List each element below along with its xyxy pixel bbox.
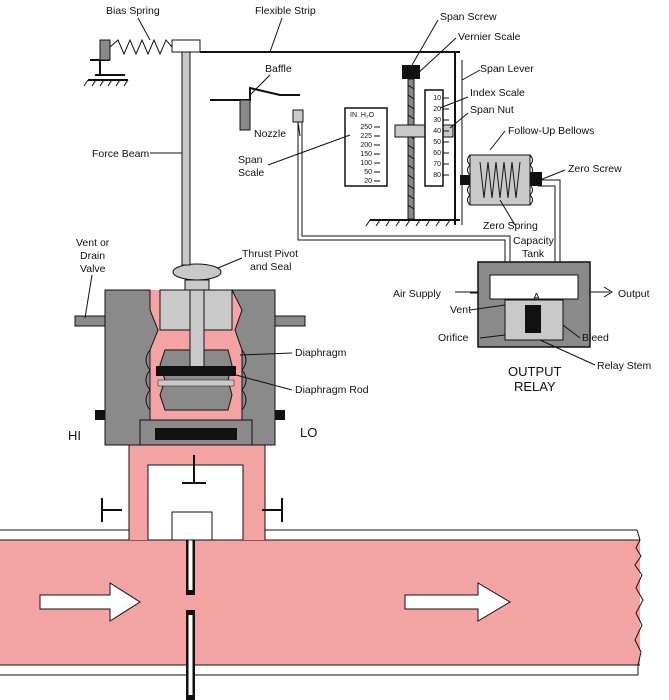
- span-scale-tick: 20: [364, 178, 372, 185]
- label-thrust-pivot-1: Thrust Pivot: [242, 248, 298, 260]
- index-scale-tick: 20: [433, 106, 441, 113]
- index-scale-ticks: 10 20 30 40 50 60 70 80: [433, 95, 449, 179]
- label-output-relay-2: RELAY: [514, 379, 556, 394]
- impulse-lines: [101, 440, 283, 541]
- label-capacity-1: Capacity: [513, 235, 555, 247]
- label-span-lever: Span Lever: [480, 63, 534, 75]
- index-scale-tick: 70: [433, 161, 441, 168]
- index-scale-tick: 10: [433, 95, 441, 102]
- label-force-beam: Force Beam: [92, 148, 149, 160]
- label-output: Output: [618, 288, 650, 300]
- labels: Bias Spring Flexible Strip Span Screw Ve…: [68, 5, 652, 443]
- span-scale-tick: 100: [360, 160, 372, 167]
- label-air-supply: Air Supply: [393, 288, 442, 300]
- label-zero-screw: Zero Screw: [568, 163, 622, 175]
- leader-lines: [84, 17, 596, 391]
- index-scale-tick: 80: [433, 172, 441, 179]
- force-beam: [171, 39, 201, 266]
- label-follow-up-bellows: Follow-Up Bellows: [508, 125, 594, 137]
- bias-spring: [83, 38, 173, 87]
- index-scale-tick: 60: [433, 150, 441, 157]
- label-span-screw: Span Screw: [440, 11, 497, 23]
- label-vent-drain-1: Vent or: [76, 237, 110, 249]
- label-lo: LO: [300, 425, 317, 440]
- flow-arrow-upstream: [39, 582, 141, 622]
- label-bleed: Bleed: [582, 332, 609, 344]
- index-scale-tick: 50: [433, 139, 441, 146]
- span-scale-tick: 200: [360, 142, 372, 149]
- label-relay-stem: Relay Stem: [597, 360, 652, 372]
- index-scale-tick: 30: [433, 117, 441, 124]
- label-scale-unit: IN. H₂O: [350, 112, 375, 119]
- label-vent: Vent: [450, 304, 471, 316]
- span-scale-ticks: 250 225 200 150 100 50 20: [360, 124, 380, 185]
- baffle-nozzle: [210, 86, 511, 275]
- label-output-relay-1: OUTPUT: [508, 364, 562, 379]
- label-nozzle: Nozzle: [254, 128, 286, 140]
- span-scale-tick: 225: [360, 133, 372, 140]
- label-vent-drain-2: Drain: [80, 250, 105, 262]
- label-capacity-2: Tank: [522, 248, 545, 260]
- label-vernier-scale: Vernier Scale: [458, 31, 521, 43]
- label-thrust-pivot-2: and Seal: [250, 261, 291, 273]
- span-scale-tick: 150: [360, 151, 372, 158]
- label-span-nut: Span Nut: [470, 104, 514, 116]
- index-scale-tick: 40: [433, 128, 441, 135]
- span-scale-tick: 250: [360, 124, 372, 131]
- label-span-scale-2: Scale: [238, 167, 264, 179]
- transmitter-body: [74, 263, 306, 446]
- output-relay: [455, 261, 613, 348]
- label-index-scale: Index Scale: [470, 87, 525, 99]
- label-span-scale-1: Span: [238, 154, 263, 166]
- span-scale-tick: 50: [364, 169, 372, 176]
- label-vent-drain-3: Valve: [80, 263, 106, 275]
- label-flexible-strip: Flexible Strip: [255, 5, 316, 17]
- label-diaphragm-rod: Diaphragm Rod: [295, 384, 369, 396]
- follow-up-bellows: [460, 154, 561, 275]
- label-relay-a: A: [533, 291, 540, 303]
- label-diaphragm: Diaphragm: [295, 347, 347, 359]
- label-hi: HI: [68, 428, 81, 443]
- label-orifice: Orifice: [438, 332, 468, 344]
- span-assembly: [344, 52, 463, 227]
- label-baffle: Baffle: [265, 63, 292, 75]
- label-bias-spring: Bias Spring: [106, 5, 160, 17]
- label-zero-spring: Zero Spring: [483, 220, 538, 232]
- flow-arrow-downstream: [404, 582, 511, 622]
